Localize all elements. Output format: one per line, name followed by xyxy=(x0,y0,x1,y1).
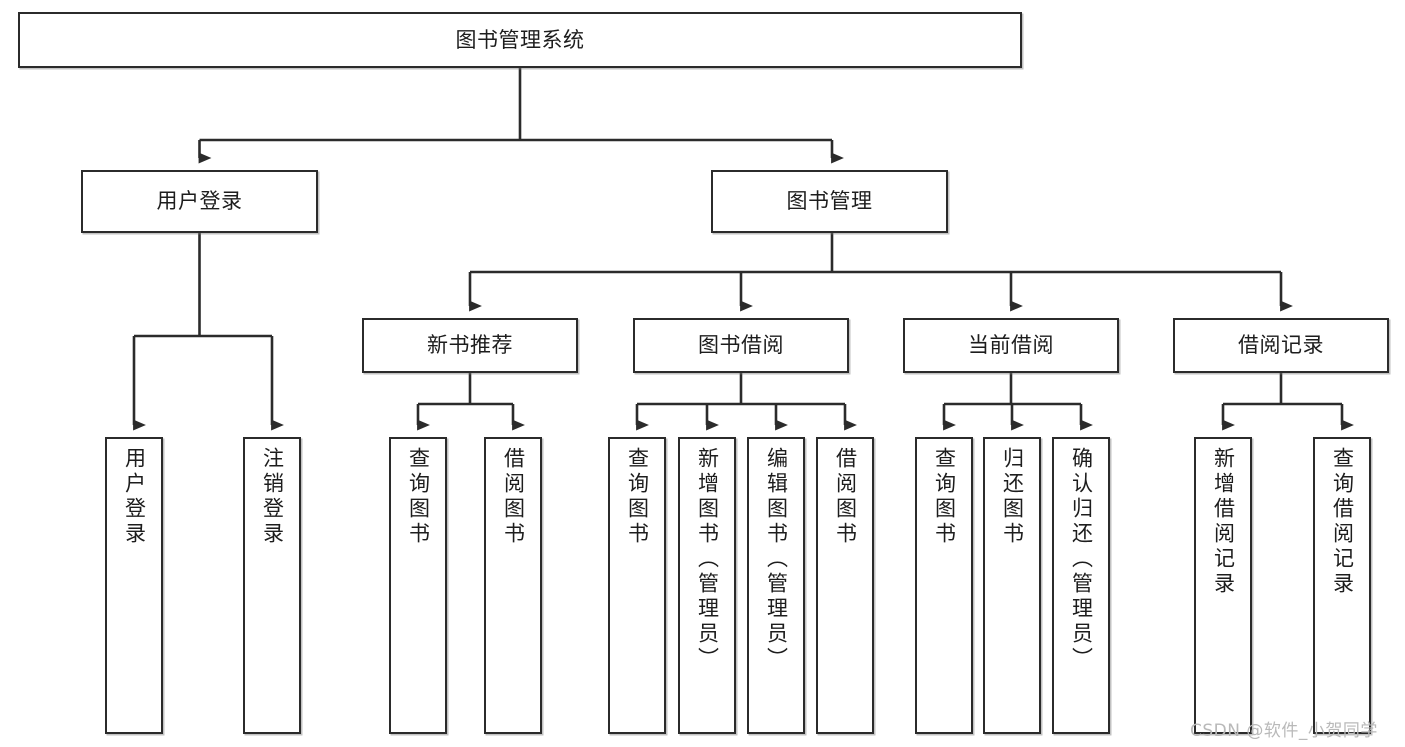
node-current-borrow-label: 当前借阅 xyxy=(968,333,1054,358)
node-leaf-borrow-book-1-label: 借阅图书 xyxy=(501,447,526,547)
node-borrow-record[interactable]: 借阅记录 xyxy=(1173,318,1389,373)
node-leaf-user-logout-label: 注销登录 xyxy=(260,447,285,547)
node-leaf-borrow-book-2[interactable]: 借阅图书 xyxy=(816,437,874,734)
node-leaf-confirm-return-label: 确认归还（管理员） xyxy=(1069,447,1094,672)
node-new-book-recommend-label: 新书推荐 xyxy=(427,333,513,358)
node-user-login-label: 用户登录 xyxy=(156,189,243,214)
node-leaf-query-record[interactable]: 查询借阅记录 xyxy=(1313,437,1371,734)
node-leaf-query-book-1[interactable]: 查询图书 xyxy=(389,437,447,734)
node-leaf-user-login-label: 用户登录 xyxy=(122,447,147,547)
node-root-label: 图书管理系统 xyxy=(455,27,585,52)
node-root[interactable]: 图书管理系统 xyxy=(18,12,1022,68)
node-leaf-edit-book[interactable]: 编辑图书（管理员） xyxy=(747,437,805,734)
node-leaf-return-book[interactable]: 归还图书 xyxy=(983,437,1041,734)
node-current-borrow[interactable]: 当前借阅 xyxy=(903,318,1119,373)
node-borrow-record-label: 借阅记录 xyxy=(1238,333,1324,358)
node-user-login[interactable]: 用户登录 xyxy=(81,170,318,233)
node-leaf-user-logout[interactable]: 注销登录 xyxy=(243,437,301,734)
node-leaf-add-book-label: 新增图书（管理员） xyxy=(695,447,720,672)
node-leaf-query-book-1-label: 查询图书 xyxy=(406,447,431,547)
node-leaf-borrow-book-2-label: 借阅图书 xyxy=(833,447,858,547)
node-leaf-query-record-label: 查询借阅记录 xyxy=(1330,447,1355,597)
node-leaf-return-book-label: 归还图书 xyxy=(1000,447,1025,547)
node-book-borrow[interactable]: 图书借阅 xyxy=(633,318,849,373)
node-leaf-user-login[interactable]: 用户登录 xyxy=(105,437,163,734)
node-book-manage[interactable]: 图书管理 xyxy=(711,170,948,233)
node-leaf-query-book-2[interactable]: 查询图书 xyxy=(608,437,666,734)
node-leaf-borrow-book-1[interactable]: 借阅图书 xyxy=(484,437,542,734)
node-leaf-confirm-return[interactable]: 确认归还（管理员） xyxy=(1052,437,1110,734)
csdn-watermark: CSDN @软件_小贺同学 xyxy=(1190,721,1378,741)
node-leaf-add-record[interactable]: 新增借阅记录 xyxy=(1194,437,1252,734)
node-leaf-add-record-label: 新增借阅记录 xyxy=(1211,447,1236,597)
node-new-book-recommend[interactable]: 新书推荐 xyxy=(362,318,578,373)
node-leaf-query-book-2-label: 查询图书 xyxy=(625,447,650,547)
node-book-manage-label: 图书管理 xyxy=(786,189,873,214)
node-leaf-query-book-3[interactable]: 查询图书 xyxy=(915,437,973,734)
node-leaf-add-book[interactable]: 新增图书（管理员） xyxy=(678,437,736,734)
node-leaf-query-book-3-label: 查询图书 xyxy=(932,447,957,547)
node-leaf-edit-book-label: 编辑图书（管理员） xyxy=(764,447,789,672)
node-book-borrow-label: 图书借阅 xyxy=(698,333,784,358)
